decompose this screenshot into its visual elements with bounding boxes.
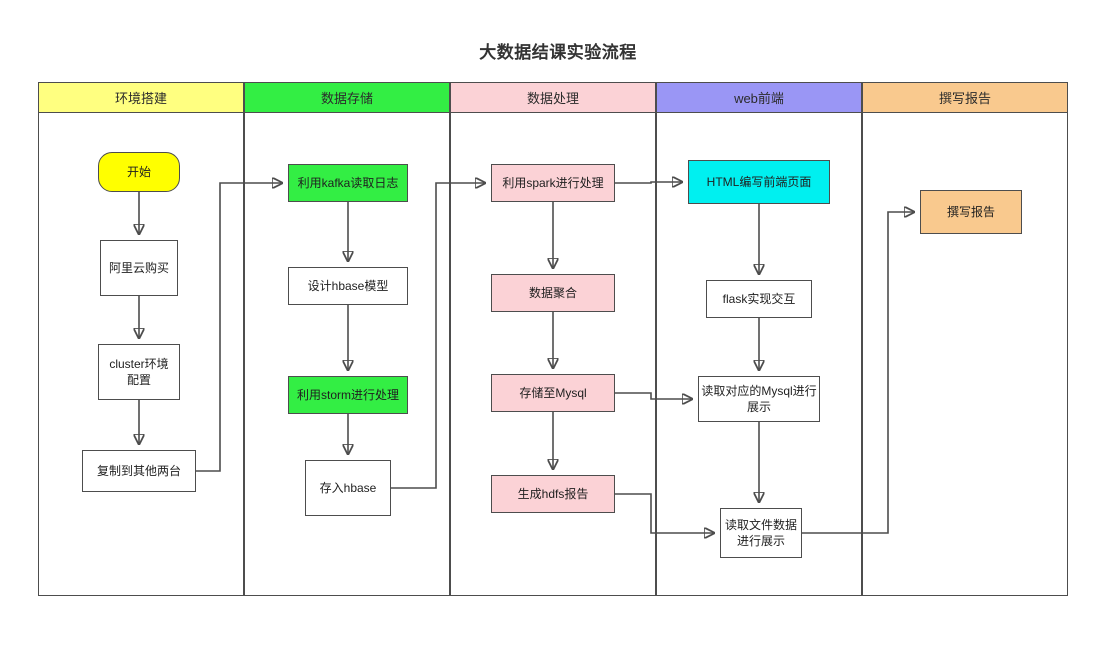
swimlane-header-label: 撰写报告	[938, 91, 991, 106]
swimlane-header-4: web前端	[656, 82, 862, 113]
swimlane-body-5	[862, 113, 1068, 596]
swimlane-header-label: 数据处理	[526, 91, 579, 106]
node-label: 读取文件数据 进行展示	[724, 517, 797, 548]
node-hbasemodel[interactable]: 设计hbase模型	[288, 267, 408, 305]
swimlane-header-1: 环境搭建	[38, 82, 244, 113]
node-label: 生成hdfs报告	[517, 486, 589, 501]
node-kafka[interactable]: 利用kafka读取日志	[288, 164, 408, 202]
node-label: 撰写报告	[946, 204, 995, 219]
node-label: 读取对应的Mysql进行 展示	[701, 383, 817, 414]
swimlane-header-label: 数据存储	[320, 91, 373, 106]
node-label: 设计hbase模型	[307, 278, 389, 293]
swimlane-header-5: 撰写报告	[862, 82, 1068, 113]
node-spark[interactable]: 利用spark进行处理	[491, 164, 615, 202]
node-replicate[interactable]: 复制到其他两台	[82, 450, 196, 492]
swimlane-header-2: 数据存储	[244, 82, 450, 113]
node-label: 存储至Mysql	[519, 385, 587, 400]
node-showmysql[interactable]: 读取对应的Mysql进行 展示	[698, 376, 820, 422]
node-label: 开始	[126, 164, 151, 179]
node-label: 复制到其他两台	[96, 463, 181, 478]
node-aliyun[interactable]: 阿里云购买	[100, 240, 178, 296]
swimlane-header-label: web前端	[734, 91, 784, 106]
node-label: 阿里云购买	[108, 260, 169, 275]
node-hdfsreport[interactable]: 生成hdfs报告	[491, 475, 615, 513]
node-label: 利用storm进行处理	[296, 387, 399, 402]
swimlane-header-label: 环境搭建	[114, 91, 167, 106]
node-storm[interactable]: 利用storm进行处理	[288, 376, 408, 414]
node-cluster[interactable]: cluster环境 配置	[98, 344, 180, 400]
node-showfile[interactable]: 读取文件数据 进行展示	[720, 508, 802, 558]
node-start[interactable]: 开始	[98, 152, 180, 192]
node-label: 存入hbase	[319, 480, 377, 495]
node-mysqlstore[interactable]: 存储至Mysql	[491, 374, 615, 412]
node-label: 利用kafka读取日志	[297, 175, 399, 190]
swimlane-header-3: 数据处理	[450, 82, 656, 113]
page-title: 大数据结课实验流程	[479, 43, 637, 62]
node-label: cluster环境 配置	[109, 356, 169, 387]
node-htmlpage[interactable]: HTML编写前端页面	[688, 160, 830, 204]
node-savehbase[interactable]: 存入hbase	[305, 460, 391, 516]
node-flask[interactable]: flask实现交互	[706, 280, 812, 318]
node-label: flask实现交互	[722, 291, 796, 306]
node-label: 数据聚合	[528, 285, 577, 300]
node-report[interactable]: 撰写报告	[920, 190, 1022, 234]
node-label: 利用spark进行处理	[502, 175, 604, 190]
node-aggregate[interactable]: 数据聚合	[491, 274, 615, 312]
node-label: HTML编写前端页面	[706, 174, 812, 189]
